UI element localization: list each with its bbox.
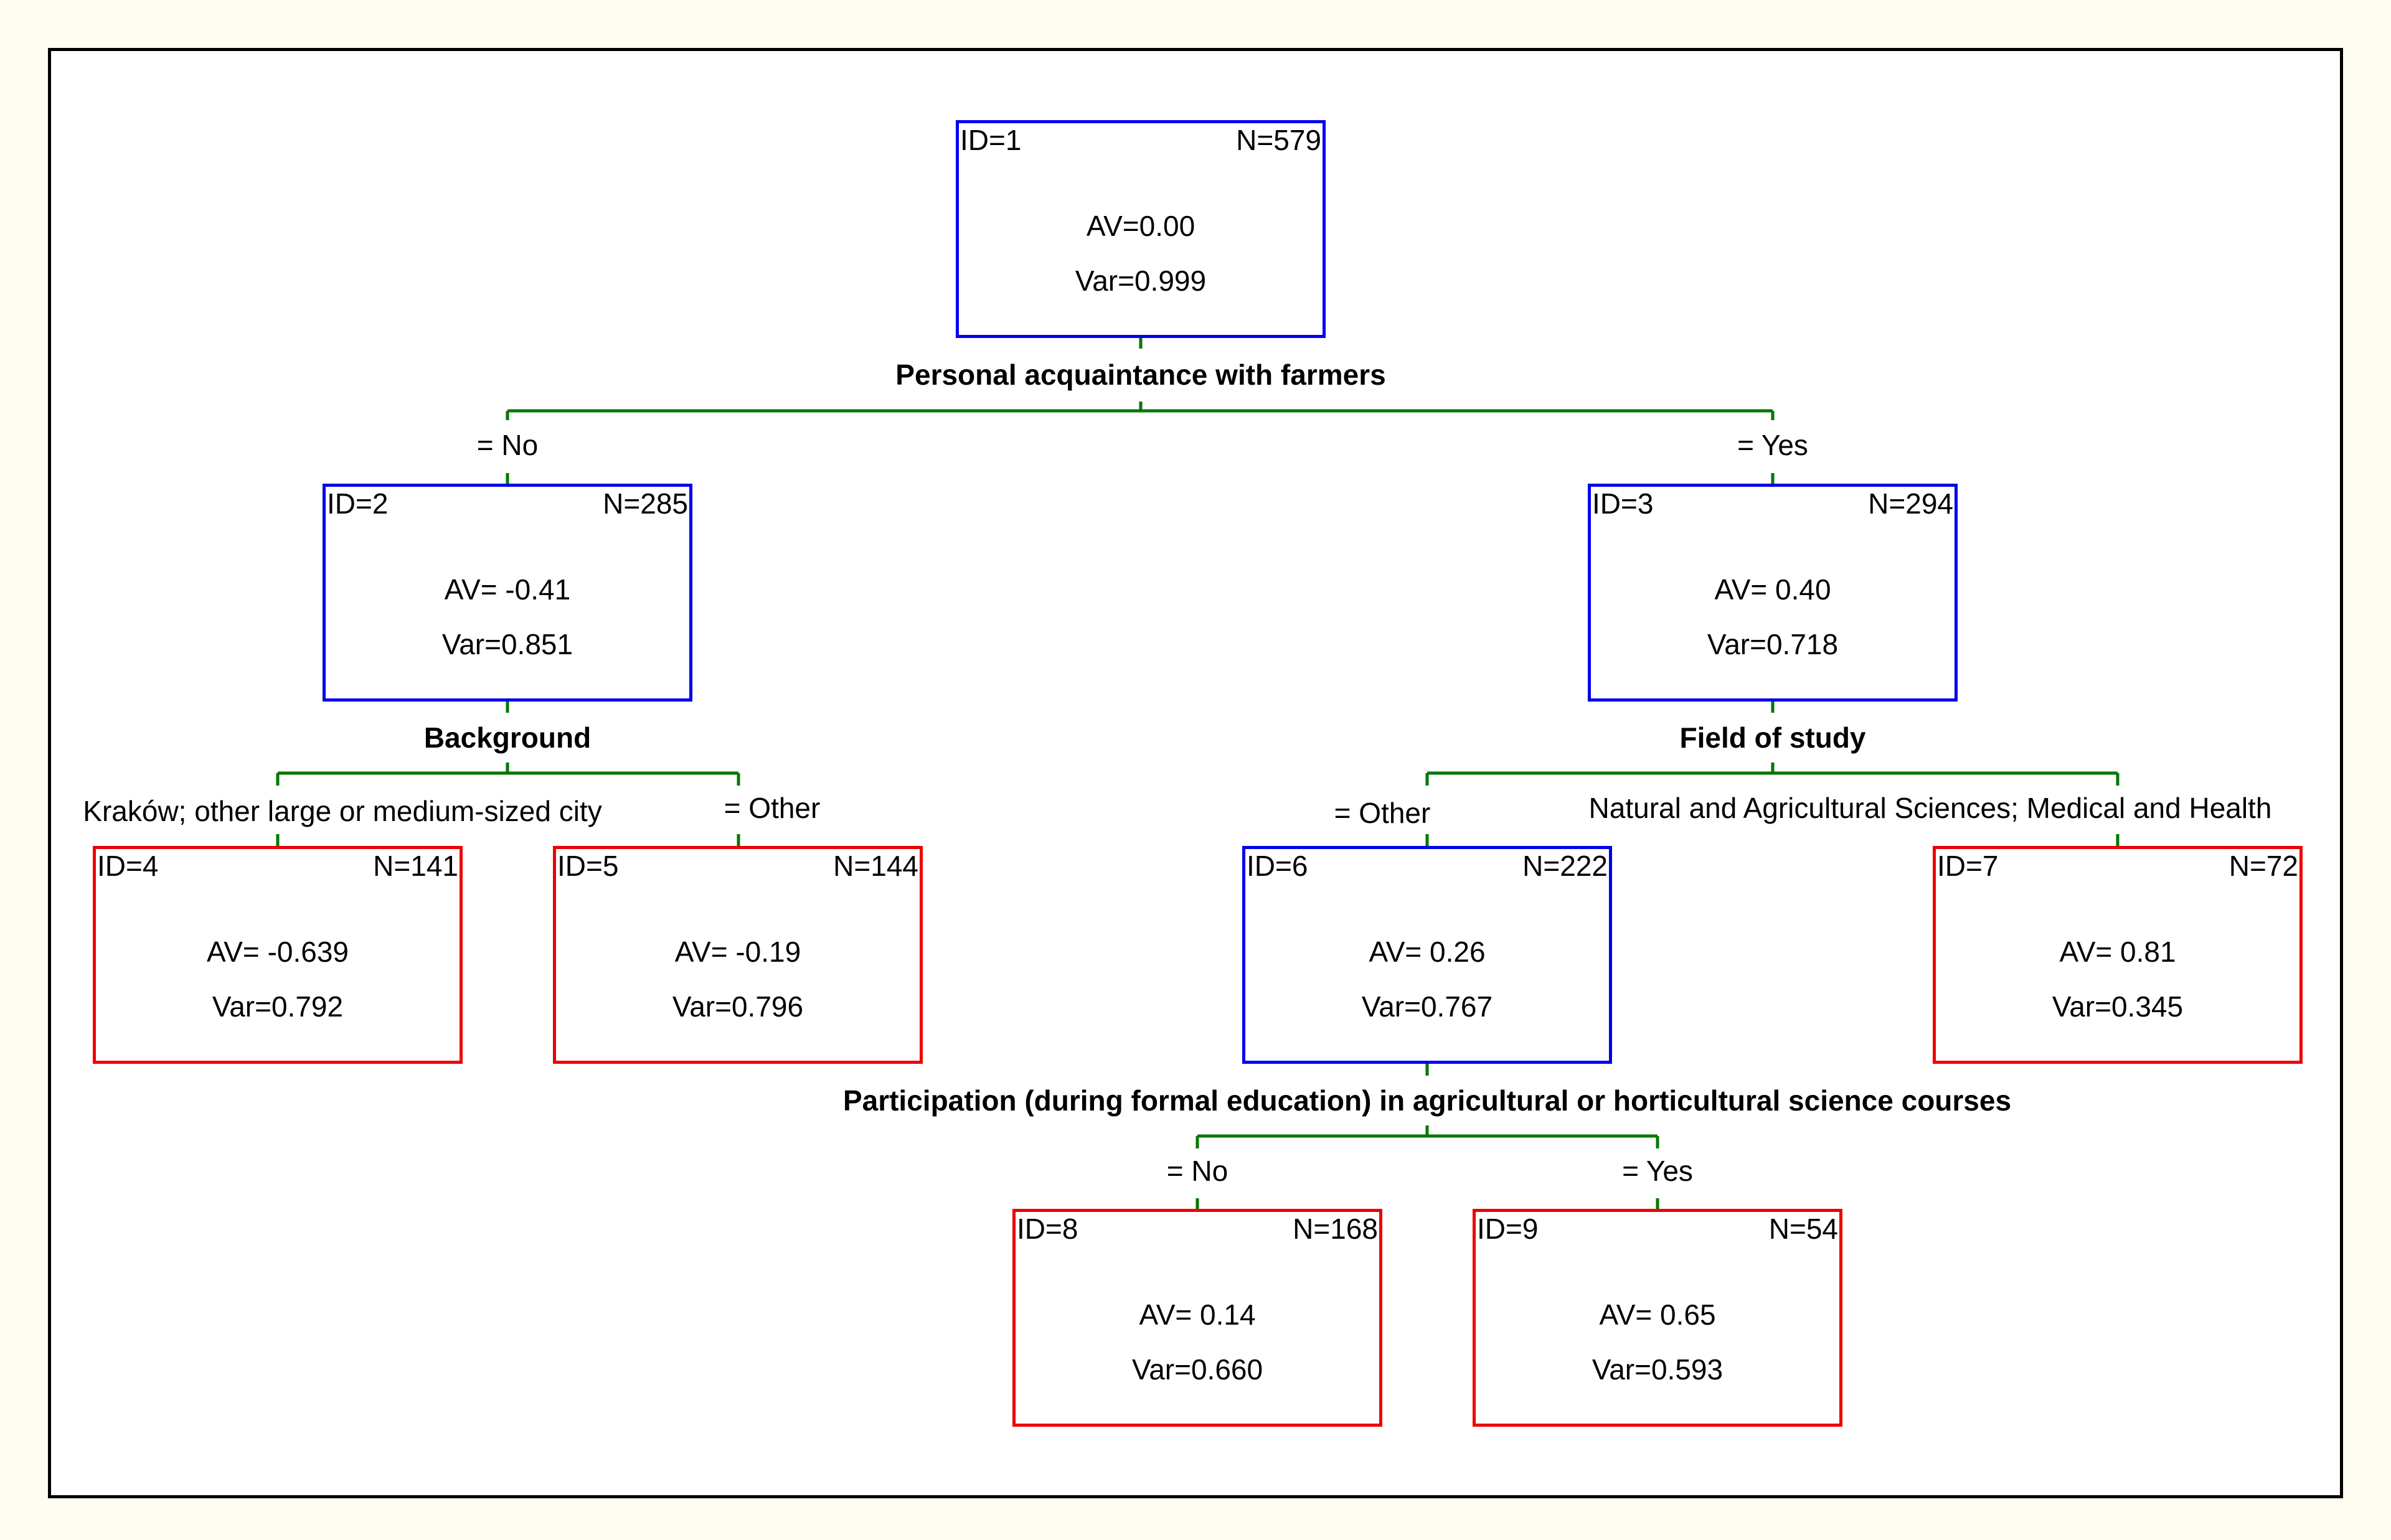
tree-node-2: ID=2 N=285 AV= -0.41 Var=0.851 <box>323 484 692 702</box>
node-count: N=141 <box>373 850 458 882</box>
node-count: N=285 <box>603 487 688 520</box>
node-variance: Var=0.796 <box>672 990 804 1023</box>
node-count: N=294 <box>1868 487 1953 520</box>
branch-label-node3: = Yes <box>1737 429 1808 461</box>
tree-node-5: ID=5 N=144 AV= -0.19 Var=0.796 <box>553 846 923 1064</box>
node-id: ID=2 <box>327 487 389 520</box>
node-count: N=54 <box>1768 1213 1838 1245</box>
node-id: ID=3 <box>1592 487 1654 520</box>
node-id: ID=7 <box>1937 850 1999 882</box>
split-label-node2: Background <box>423 721 592 754</box>
branch-label-node4: Kraków; other large or medium-sized city <box>83 795 602 827</box>
node-count: N=72 <box>2228 850 2298 882</box>
node-variance: Var=0.593 <box>1592 1353 1724 1386</box>
node-average: AV= 0.26 <box>1369 936 1486 968</box>
split-label-root: Personal acquaintance with farmers <box>895 359 1386 391</box>
tree-node-3: ID=3 N=294 AV= 0.40 Var=0.718 <box>1588 484 1958 702</box>
node-average: AV= -0.639 <box>206 936 349 968</box>
node-average: AV= 0.65 <box>1599 1298 1716 1331</box>
branch-label-node9: = Yes <box>1622 1155 1693 1187</box>
node-count: N=144 <box>833 850 918 882</box>
node-variance: Var=0.718 <box>1707 628 1839 660</box>
branch-label-node8: = No <box>1166 1155 1229 1187</box>
node-variance: Var=0.660 <box>1131 1353 1263 1386</box>
tree-node-7: ID=7 N=72 AV= 0.81 Var=0.345 <box>1933 846 2303 1064</box>
node-average: AV=0.00 <box>1086 210 1196 242</box>
split-label-node3: Field of study <box>1679 721 1866 754</box>
node-variance: Var=0.767 <box>1361 990 1493 1023</box>
node-count: N=168 <box>1293 1213 1378 1245</box>
node-id: ID=8 <box>1017 1213 1078 1245</box>
node-id: ID=6 <box>1247 850 1308 882</box>
node-id: ID=9 <box>1477 1213 1539 1245</box>
node-variance: Var=0.999 <box>1075 265 1207 297</box>
tree-node-6: ID=6 N=222 AV= 0.26 Var=0.767 <box>1242 846 1612 1064</box>
split-label-node6: Participation (during formal education) … <box>842 1084 2012 1117</box>
tree-node-4: ID=4 N=141 AV= -0.639 Var=0.792 <box>93 846 463 1064</box>
node-average: AV= -0.19 <box>674 936 801 968</box>
node-variance: Var=0.851 <box>441 628 573 660</box>
node-average: AV= -0.41 <box>444 573 571 606</box>
branch-label-node2: = No <box>476 429 539 461</box>
tree-node-1: ID=1 N=579 AV=0.00 Var=0.999 <box>956 120 1326 338</box>
node-id: ID=1 <box>960 124 1022 156</box>
node-average: AV= 0.40 <box>1714 573 1831 606</box>
node-variance: Var=0.345 <box>2052 990 2184 1023</box>
node-id: ID=5 <box>557 850 619 882</box>
node-average: AV= 0.14 <box>1139 1298 1256 1331</box>
branch-label-node7: Natural and Agricultural Sciences; Medic… <box>1588 792 2272 824</box>
tree-node-9: ID=9 N=54 AV= 0.65 Var=0.593 <box>1473 1209 1842 1427</box>
branch-label-node5: = Other <box>724 792 821 824</box>
node-variance: Var=0.792 <box>212 990 344 1023</box>
node-count: N=579 <box>1236 124 1321 156</box>
node-count: N=222 <box>1522 850 1608 882</box>
branch-label-node6: = Other <box>1334 797 1431 829</box>
node-id: ID=4 <box>97 850 159 882</box>
tree-node-8: ID=8 N=168 AV= 0.14 Var=0.660 <box>1012 1209 1382 1427</box>
node-average: AV= 0.81 <box>2059 936 2176 968</box>
